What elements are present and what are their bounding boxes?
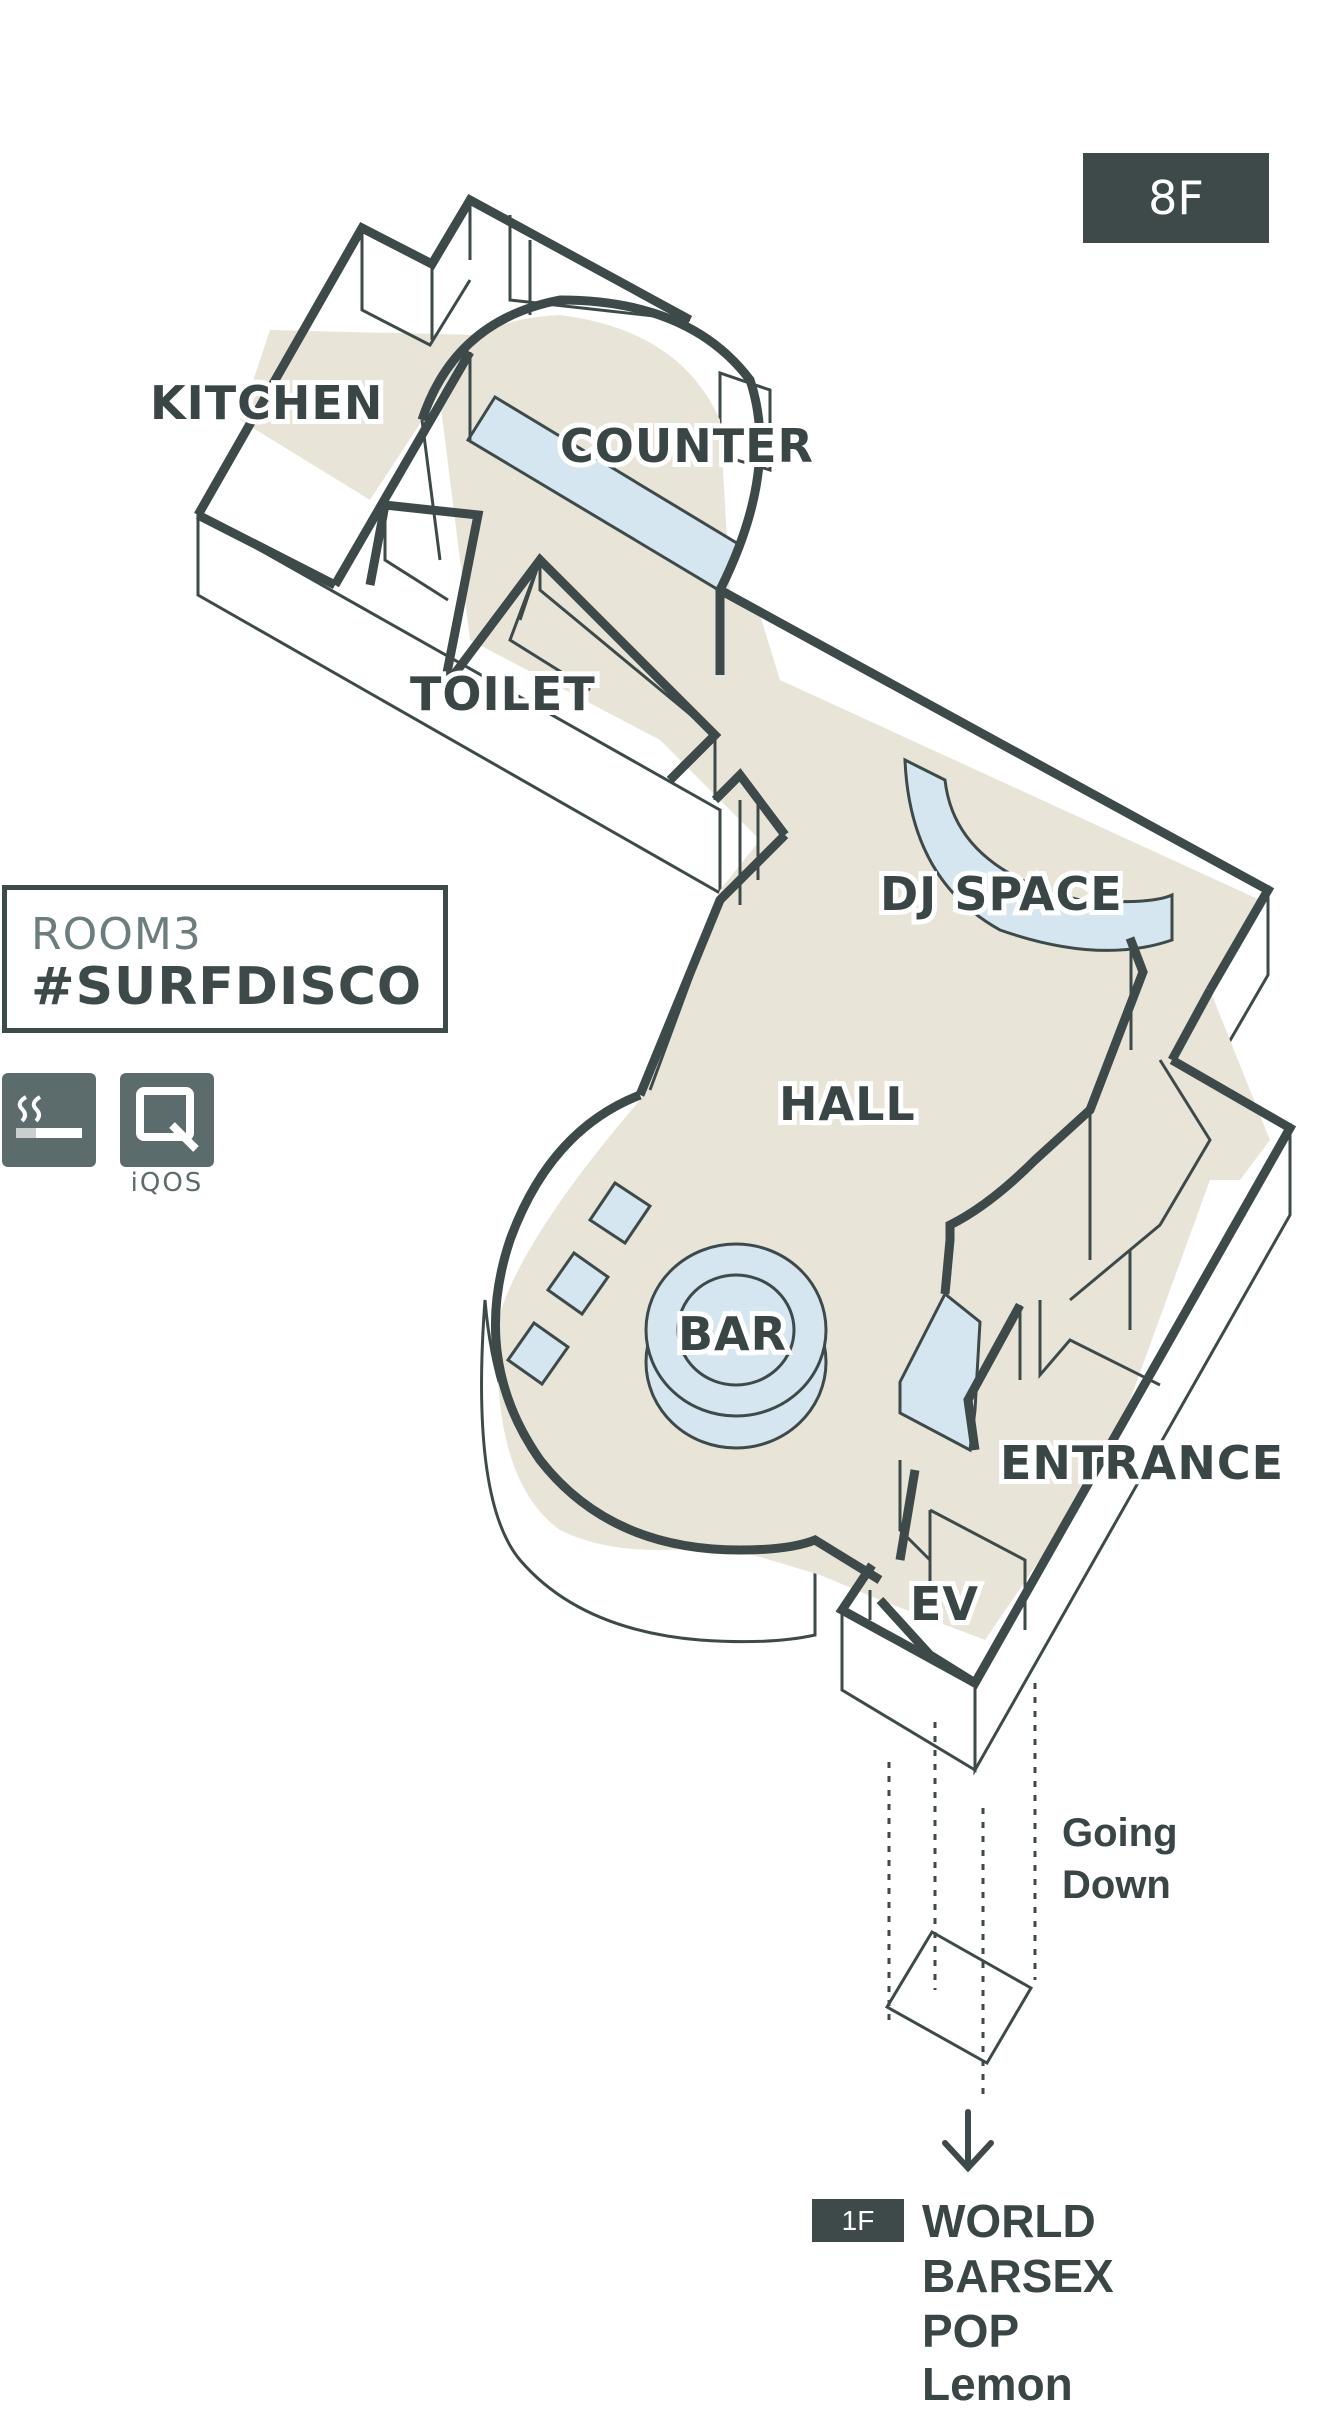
room-label-hall: HALL <box>779 1077 916 1131</box>
destination-3: POP <box>922 2305 1019 2357</box>
destination-1: WORLD <box>922 2195 1096 2247</box>
going-down-line1: Going <box>1062 1811 1178 1855</box>
destination-floor-badge: 1F <box>812 2199 904 2242</box>
dj-booth <box>903 757 1174 952</box>
iqos-icon <box>120 1073 214 1167</box>
room-label-toilet: TOILET <box>410 667 596 721</box>
room-hashtag: #SURFDISCO <box>31 957 423 1017</box>
room-label-ev: EV <box>910 1577 979 1631</box>
room-label-counter: COUNTER <box>560 419 814 473</box>
elevator-shaft <box>884 1683 1037 2100</box>
room-label-kitchen: KITCHEN <box>150 376 383 430</box>
bar-fixture <box>644 1242 828 1450</box>
room-label-dj-space: DJ SPACE <box>880 867 1123 921</box>
destination-2: BARSEX <box>922 2250 1114 2302</box>
room-title-box: ROOM3 #SURFDISCO <box>2 885 448 1033</box>
down-arrow-icon <box>942 2109 994 2173</box>
inner-wall-lines <box>360 200 1212 1630</box>
room-label-entrance: ENTRANCE <box>1000 1436 1284 1490</box>
smoking-icon <box>2 1073 96 1167</box>
fixtures <box>465 394 1174 1453</box>
destination-4: Lemon <box>922 2358 1073 2410</box>
bench-1 <box>587 1180 653 1246</box>
going-down-line2: Down <box>1062 1863 1171 1907</box>
room-label-bar: BAR <box>678 1307 787 1361</box>
bench-2 <box>545 1250 611 1317</box>
iqos-label: iQOS <box>130 1168 204 1198</box>
room-name: ROOM3 <box>31 909 202 960</box>
floor-badge: 8F <box>1083 153 1269 243</box>
bench-3 <box>505 1320 571 1387</box>
